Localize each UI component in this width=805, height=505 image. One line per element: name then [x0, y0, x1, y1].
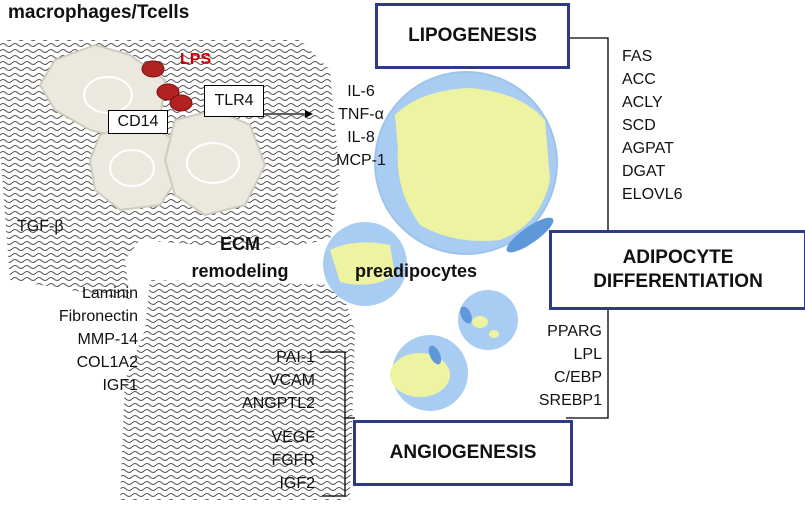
cytokine-item: IL-6	[347, 83, 375, 100]
gene-item: SREBP1	[538, 392, 602, 409]
cells-title: macrophages/Tcells	[8, 2, 190, 23]
lps-particle	[141, 60, 165, 78]
ecm-gene-list: Laminin Fibronectin MMP-14 COL1A2 IGF1	[20, 282, 138, 397]
connectors	[262, 37, 609, 497]
gene-item: COL1A2	[76, 354, 138, 371]
lipogenesis-gene-list: FAS ACC ACLY SCD AGPAT DGAT ELOVL6	[622, 45, 682, 206]
cytokine-list: IL-6 TNF-α IL-8 MCP-1	[316, 80, 406, 172]
tlr4-box: TLR4	[204, 85, 264, 117]
gene-item: IGF1	[102, 377, 138, 394]
gene-item: PAI-1	[276, 349, 315, 366]
gene-item: FGFR	[271, 452, 315, 469]
gene-item: SCD	[622, 117, 656, 134]
gene-item: Fibronectin	[58, 308, 138, 325]
gene-item: AGPAT	[622, 140, 674, 157]
gene-item: Laminin	[81, 285, 138, 302]
gene-item: IGF2	[279, 475, 315, 492]
gene-item: FAS	[622, 48, 653, 65]
differentiation-gene-list: PPARG LPL C/EBP SREBP1	[500, 320, 602, 412]
adipocyte-line2: DIFFERENTIATION	[593, 271, 763, 292]
cytokine-item: IL-8	[347, 129, 375, 146]
gene-item: ACLY	[622, 94, 663, 111]
cytokine-item: TNF-α	[338, 106, 384, 123]
gene-item: LPL	[573, 346, 602, 363]
gene-item: PPARG	[547, 323, 602, 340]
gene-item: VEGF	[271, 429, 315, 446]
preadipocytes-label: preadipocytes	[355, 261, 478, 281]
lps-particles	[141, 60, 193, 112]
ecm-label-line1: ECM	[220, 234, 260, 254]
gene-item: MMP-14	[77, 331, 138, 348]
tgfb-label: TGF-β	[17, 218, 64, 235]
adipocyte-line1: ADIPOCYTE	[622, 247, 734, 268]
cytokine-item: MCP-1	[336, 152, 386, 169]
mature-adipocyte	[374, 71, 558, 255]
gene-item: ACC	[622, 71, 656, 88]
gene-item: C/EBP	[553, 369, 602, 386]
lps-particle	[156, 83, 180, 101]
cd14-box: CD14	[108, 110, 168, 134]
lps-particle	[169, 94, 193, 112]
lps-label: LPS	[180, 51, 212, 68]
adipocyte-differentiation-box: ADIPOCYTE DIFFERENTIATION	[549, 230, 805, 310]
gene-item: ELOVL6	[622, 186, 683, 203]
angiogenesis-gene-list-2: VEGF FGFR IGF2	[200, 426, 315, 495]
lipogenesis-box: LIPOGENESIS	[375, 3, 570, 69]
gene-item: VCAM	[268, 372, 315, 389]
ecm-label-line2: remodeling	[191, 261, 289, 281]
preadipocyte-cells	[323, 222, 518, 411]
angiogenesis-gene-list: PAI-1 VCAM ANGPTL2	[200, 346, 315, 415]
gene-item: DGAT	[622, 163, 666, 180]
gene-item: ANGPTL2	[242, 395, 315, 412]
angiogenesis-box: ANGIOGENESIS	[353, 420, 573, 486]
